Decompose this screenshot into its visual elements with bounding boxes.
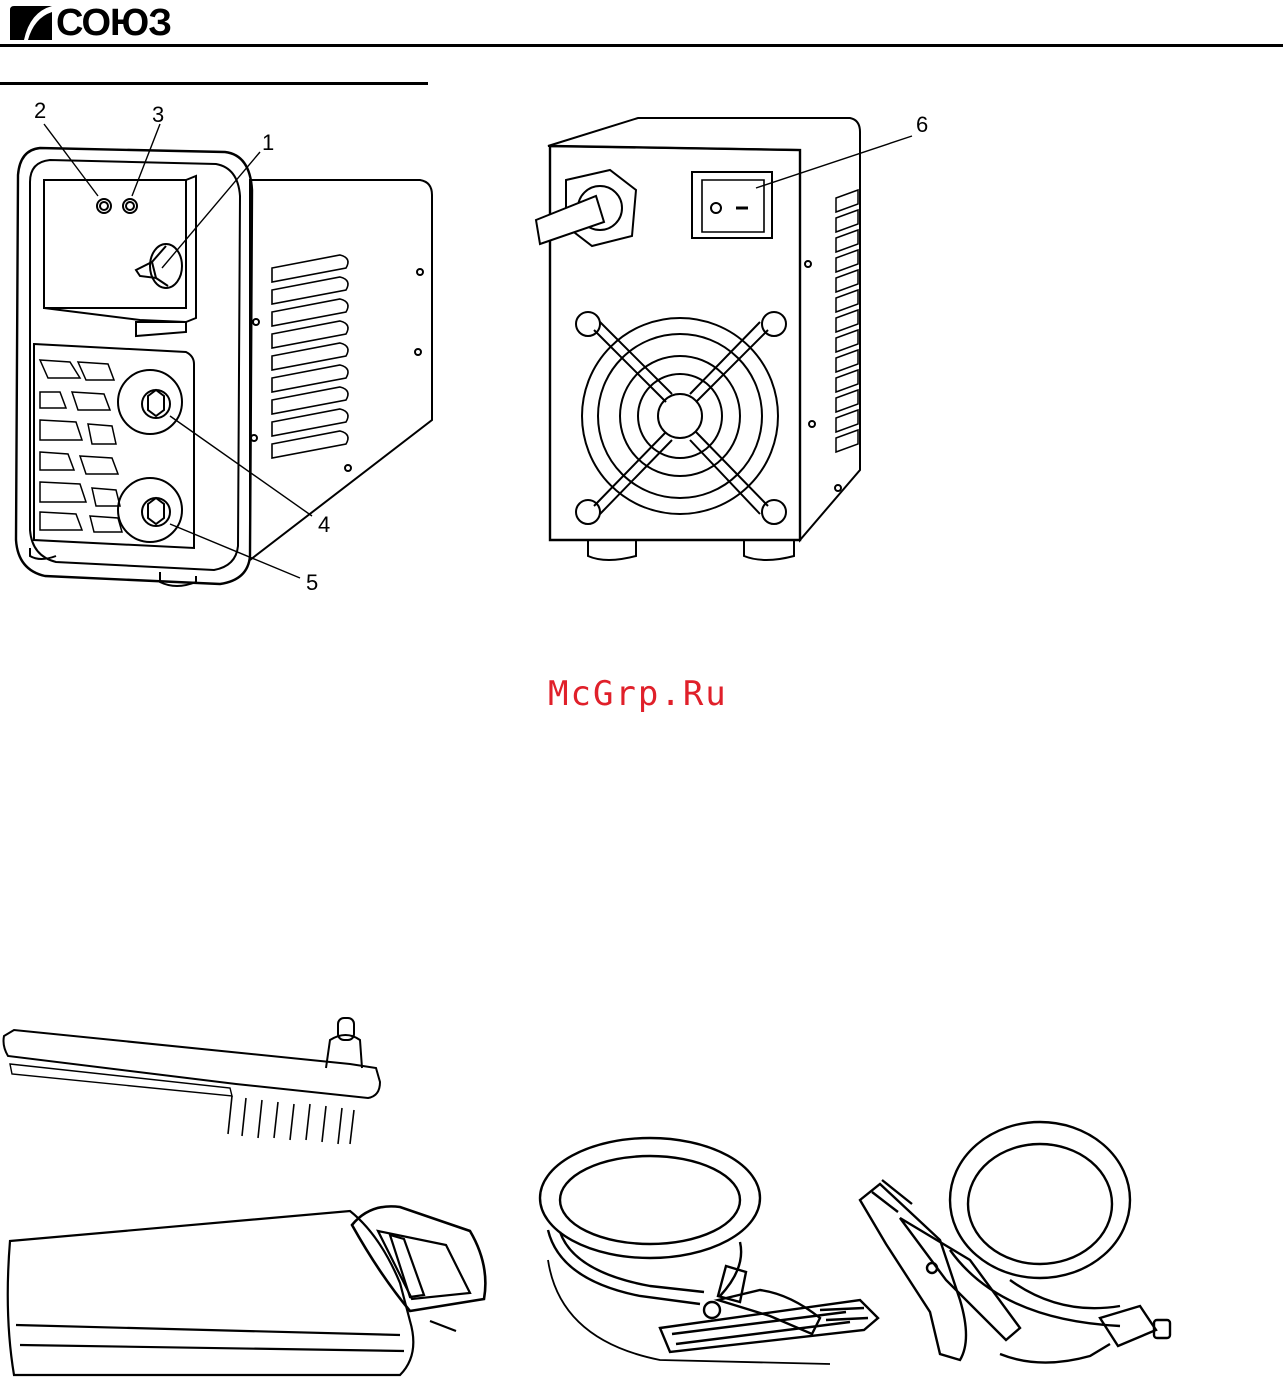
watermark-text: McGrp.Ru <box>548 674 728 714</box>
callout-6: 6 <box>916 114 928 136</box>
ground-clamp-cable-illustration <box>0 1120 1200 1383</box>
welder-rear-view-illustration <box>0 0 960 600</box>
